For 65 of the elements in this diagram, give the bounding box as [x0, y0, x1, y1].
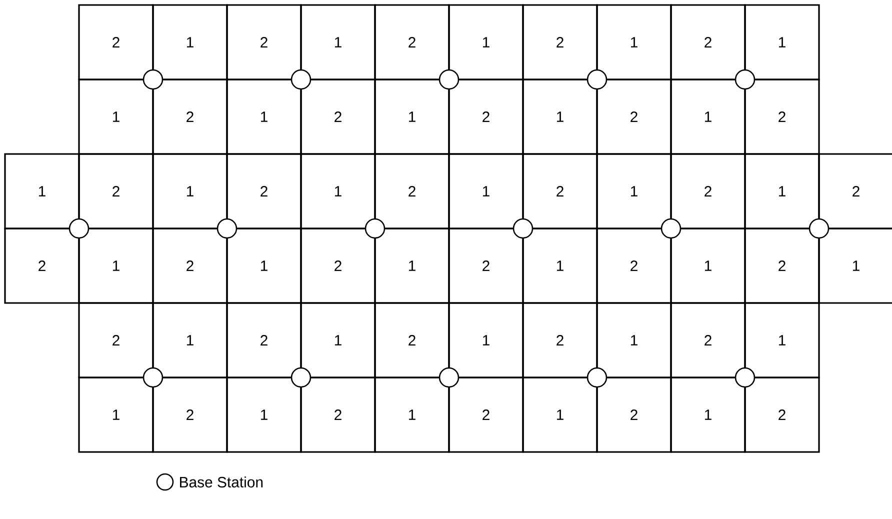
- legend-label: Base Station: [180, 476, 263, 488]
- grid-cell: 2: [670, 302, 746, 378]
- grid-cell: 2: [152, 228, 228, 304]
- grid-cell: 1: [374, 78, 450, 155]
- grid-cell: 2: [818, 153, 892, 230]
- grid-cell: 2: [448, 376, 524, 453]
- grid-cell: 1: [226, 376, 302, 453]
- grid-cell: 2: [300, 228, 376, 304]
- grid-cell: 1: [596, 153, 672, 230]
- grid-cell: 2: [522, 302, 598, 378]
- grid-cell: 2: [744, 228, 820, 304]
- grid-cell: 1: [744, 302, 820, 378]
- grid-cell: 1: [152, 302, 228, 378]
- grid-cell: 1: [596, 302, 672, 378]
- grid-cell: 2: [374, 153, 450, 230]
- grid-cell: 1: [448, 4, 524, 80]
- grid-cell: 2: [78, 302, 154, 378]
- grid-cell: 1: [226, 228, 302, 304]
- grid-cell: 2: [744, 78, 820, 155]
- grid-cell: 2: [596, 78, 672, 155]
- grid-cell: 2: [522, 4, 598, 80]
- grid-cell: 1: [300, 302, 376, 378]
- grid-cell: 2: [670, 153, 746, 230]
- grid-cell: 2: [300, 376, 376, 453]
- grid-cell: 1: [448, 153, 524, 230]
- grid-cell: 2: [448, 78, 524, 155]
- grid-cell: 2: [226, 302, 302, 378]
- grid-cell: 1: [744, 4, 820, 80]
- grid-cell: 1: [374, 376, 450, 453]
- grid-cell: 1: [374, 228, 450, 304]
- grid-cell: 2: [152, 78, 228, 155]
- grid-cell: 1: [78, 376, 154, 453]
- grid-cell: 2: [670, 4, 746, 80]
- grid-cell: 2: [596, 228, 672, 304]
- grid-cell: 1: [226, 78, 302, 155]
- grid-cell: 1: [448, 302, 524, 378]
- grid-cell: 1: [818, 228, 892, 304]
- grid-cell: 1: [78, 78, 154, 155]
- grid-cell: 1: [670, 376, 746, 453]
- grid-cell: 2: [374, 302, 450, 378]
- grid-cell: 1: [4, 153, 80, 230]
- grid-cell: 2: [596, 376, 672, 453]
- grid-cell: 2: [4, 228, 80, 304]
- grid-cell: 1: [596, 4, 672, 80]
- grid-cell: 1: [670, 228, 746, 304]
- grid-cell: 1: [522, 228, 598, 304]
- grid-cell: 1: [300, 4, 376, 80]
- grid-cell: 1: [152, 4, 228, 80]
- grid-cell: 1: [300, 153, 376, 230]
- grid-cell: 2: [448, 228, 524, 304]
- grid-cell: 2: [152, 376, 228, 453]
- grid-cell: 2: [78, 4, 154, 80]
- grid-cell: 2: [226, 153, 302, 230]
- grid-cell: 1: [152, 153, 228, 230]
- grid-cell: 2: [300, 78, 376, 155]
- grid-cell: 2: [374, 4, 450, 80]
- grid-cell: 1: [78, 228, 154, 304]
- grid-cell: 1: [522, 78, 598, 155]
- grid-cell: 1: [522, 376, 598, 453]
- grid-cell: 2: [522, 153, 598, 230]
- grid-cell: 1: [670, 78, 746, 155]
- grid-cell: 2: [78, 153, 154, 230]
- grid-cell: 2: [744, 376, 820, 453]
- grid-cell: 1: [744, 153, 820, 230]
- grid-cell: 2: [226, 4, 302, 80]
